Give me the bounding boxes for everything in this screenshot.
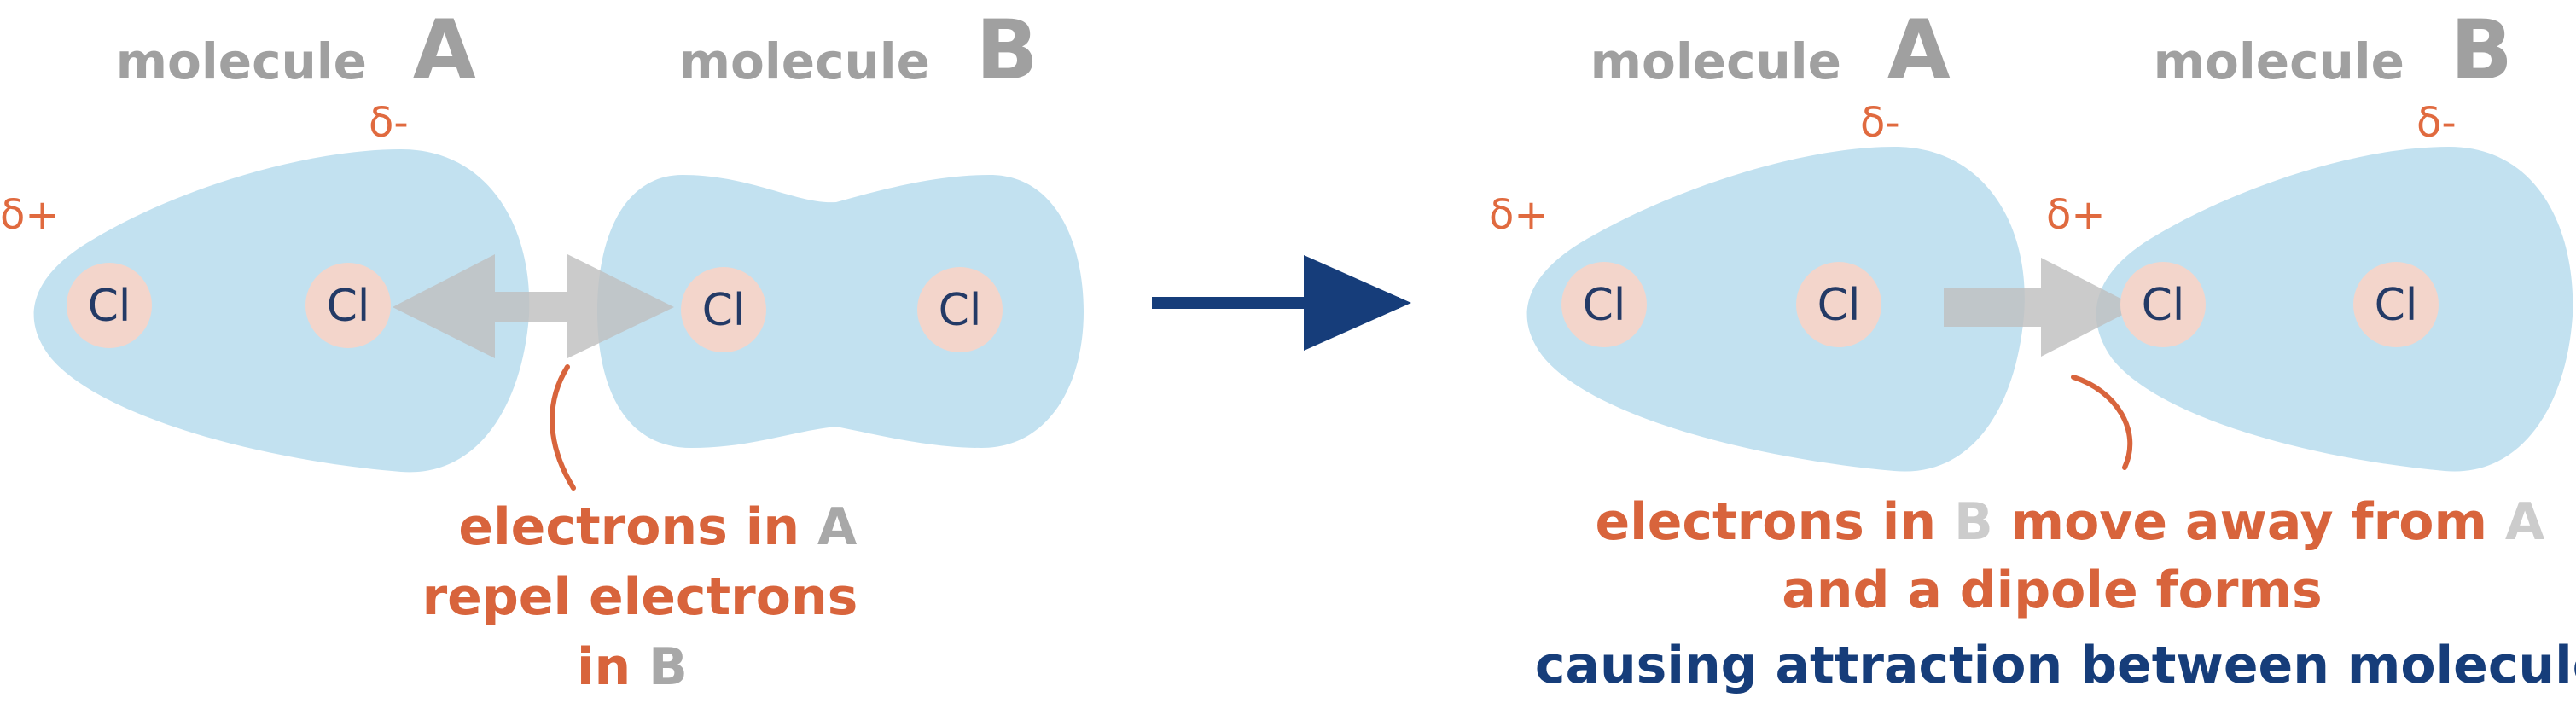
right-atom-1 [1561, 262, 1647, 347]
right-atom-4 [2353, 262, 2439, 347]
right-atom-3 [2120, 262, 2206, 347]
right-molecule-a-letter: A [1887, 3, 1951, 98]
left-atom-2 [305, 263, 391, 348]
left-caption-highlight-a: A [817, 497, 858, 557]
left-molecule-a-letter: A [413, 3, 476, 98]
induced-dipole-arrow [1944, 258, 2137, 357]
left-caption-prefix: electrons in [458, 497, 817, 557]
left-molecule-b-word: molecule [679, 32, 930, 90]
left-atom-4-label: Cl [939, 285, 982, 336]
repulsion-double-arrow [393, 254, 674, 358]
right-caption-prefix: electrons in [1595, 492, 1954, 552]
right-atom-2-label: Cl [1817, 280, 1861, 331]
right-molecule-b-cloud [2096, 147, 2573, 472]
right-caption-line-2: and a dipole forms [1782, 561, 2322, 620]
left-atom-3 [681, 267, 766, 352]
right-atom-1-label: Cl [1583, 280, 1626, 331]
left-panel: Cl Cl Cl Cl molecule A molecule B δ- δ+ … [0, 3, 1084, 697]
right-a-delta-minus: δ- [1860, 99, 1900, 147]
left-atom-3-label: Cl [702, 285, 746, 336]
left-pointer-line [550, 364, 576, 491]
left-atom-2-label: Cl [327, 281, 370, 332]
left-caption-line-3: in B [452, 637, 777, 697]
left-molecule-a-word: molecule [116, 32, 367, 90]
right-caption-line-1: electrons in B move away from A [1470, 492, 2576, 552]
right-molecule-a-cloud [1526, 147, 2025, 472]
right-molecule-a-title: molecule A [1560, 3, 1972, 98]
left-atom-1-label: Cl [88, 281, 131, 332]
right-caption-highlight-a: A [2505, 492, 2545, 552]
left-caption-line-1: electrons in A [334, 497, 946, 557]
right-atom-4-label: Cl [2375, 280, 2418, 331]
left-molecule-b-cloud [597, 175, 1084, 448]
left-a-delta-minus: δ- [369, 99, 409, 147]
right-atom-3-label: Cl [2142, 280, 2185, 331]
right-molecule-b-title: molecule B [2123, 3, 2534, 98]
left-molecule-b-letter: B [976, 3, 1038, 98]
left-atom-1 [67, 263, 152, 348]
left-caption-in: in [577, 637, 648, 697]
left-a-delta-plus: δ+ [0, 191, 60, 239]
left-molecule-b-title: molecule B [648, 3, 1060, 98]
right-b-delta-plus: δ+ [2046, 191, 2106, 239]
right-molecule-b-word: molecule [2154, 32, 2404, 90]
right-panel: Cl Cl Cl Cl molecule A molecule B δ- δ+ … [1470, 3, 2576, 695]
left-atom-4 [917, 267, 1003, 352]
right-caption-middle: move away from [1993, 492, 2505, 552]
left-molecule-a-cloud [33, 149, 530, 473]
right-pointer-line [2071, 375, 2133, 470]
right-a-delta-plus: δ+ [1489, 191, 1549, 239]
right-b-delta-minus: δ- [2416, 99, 2457, 147]
left-caption-line-2: repel electrons [422, 567, 858, 627]
right-caption-line-3: causing attraction between molecules [1535, 636, 2576, 695]
right-atom-2 [1796, 262, 1881, 347]
right-molecule-a-word: molecule [1590, 32, 1841, 90]
left-molecule-a-title: molecule A [85, 3, 497, 98]
left-caption-highlight-b: B [648, 637, 688, 697]
right-caption-highlight-b: B [1954, 492, 1993, 552]
right-molecule-b-letter: B [2451, 3, 2513, 98]
